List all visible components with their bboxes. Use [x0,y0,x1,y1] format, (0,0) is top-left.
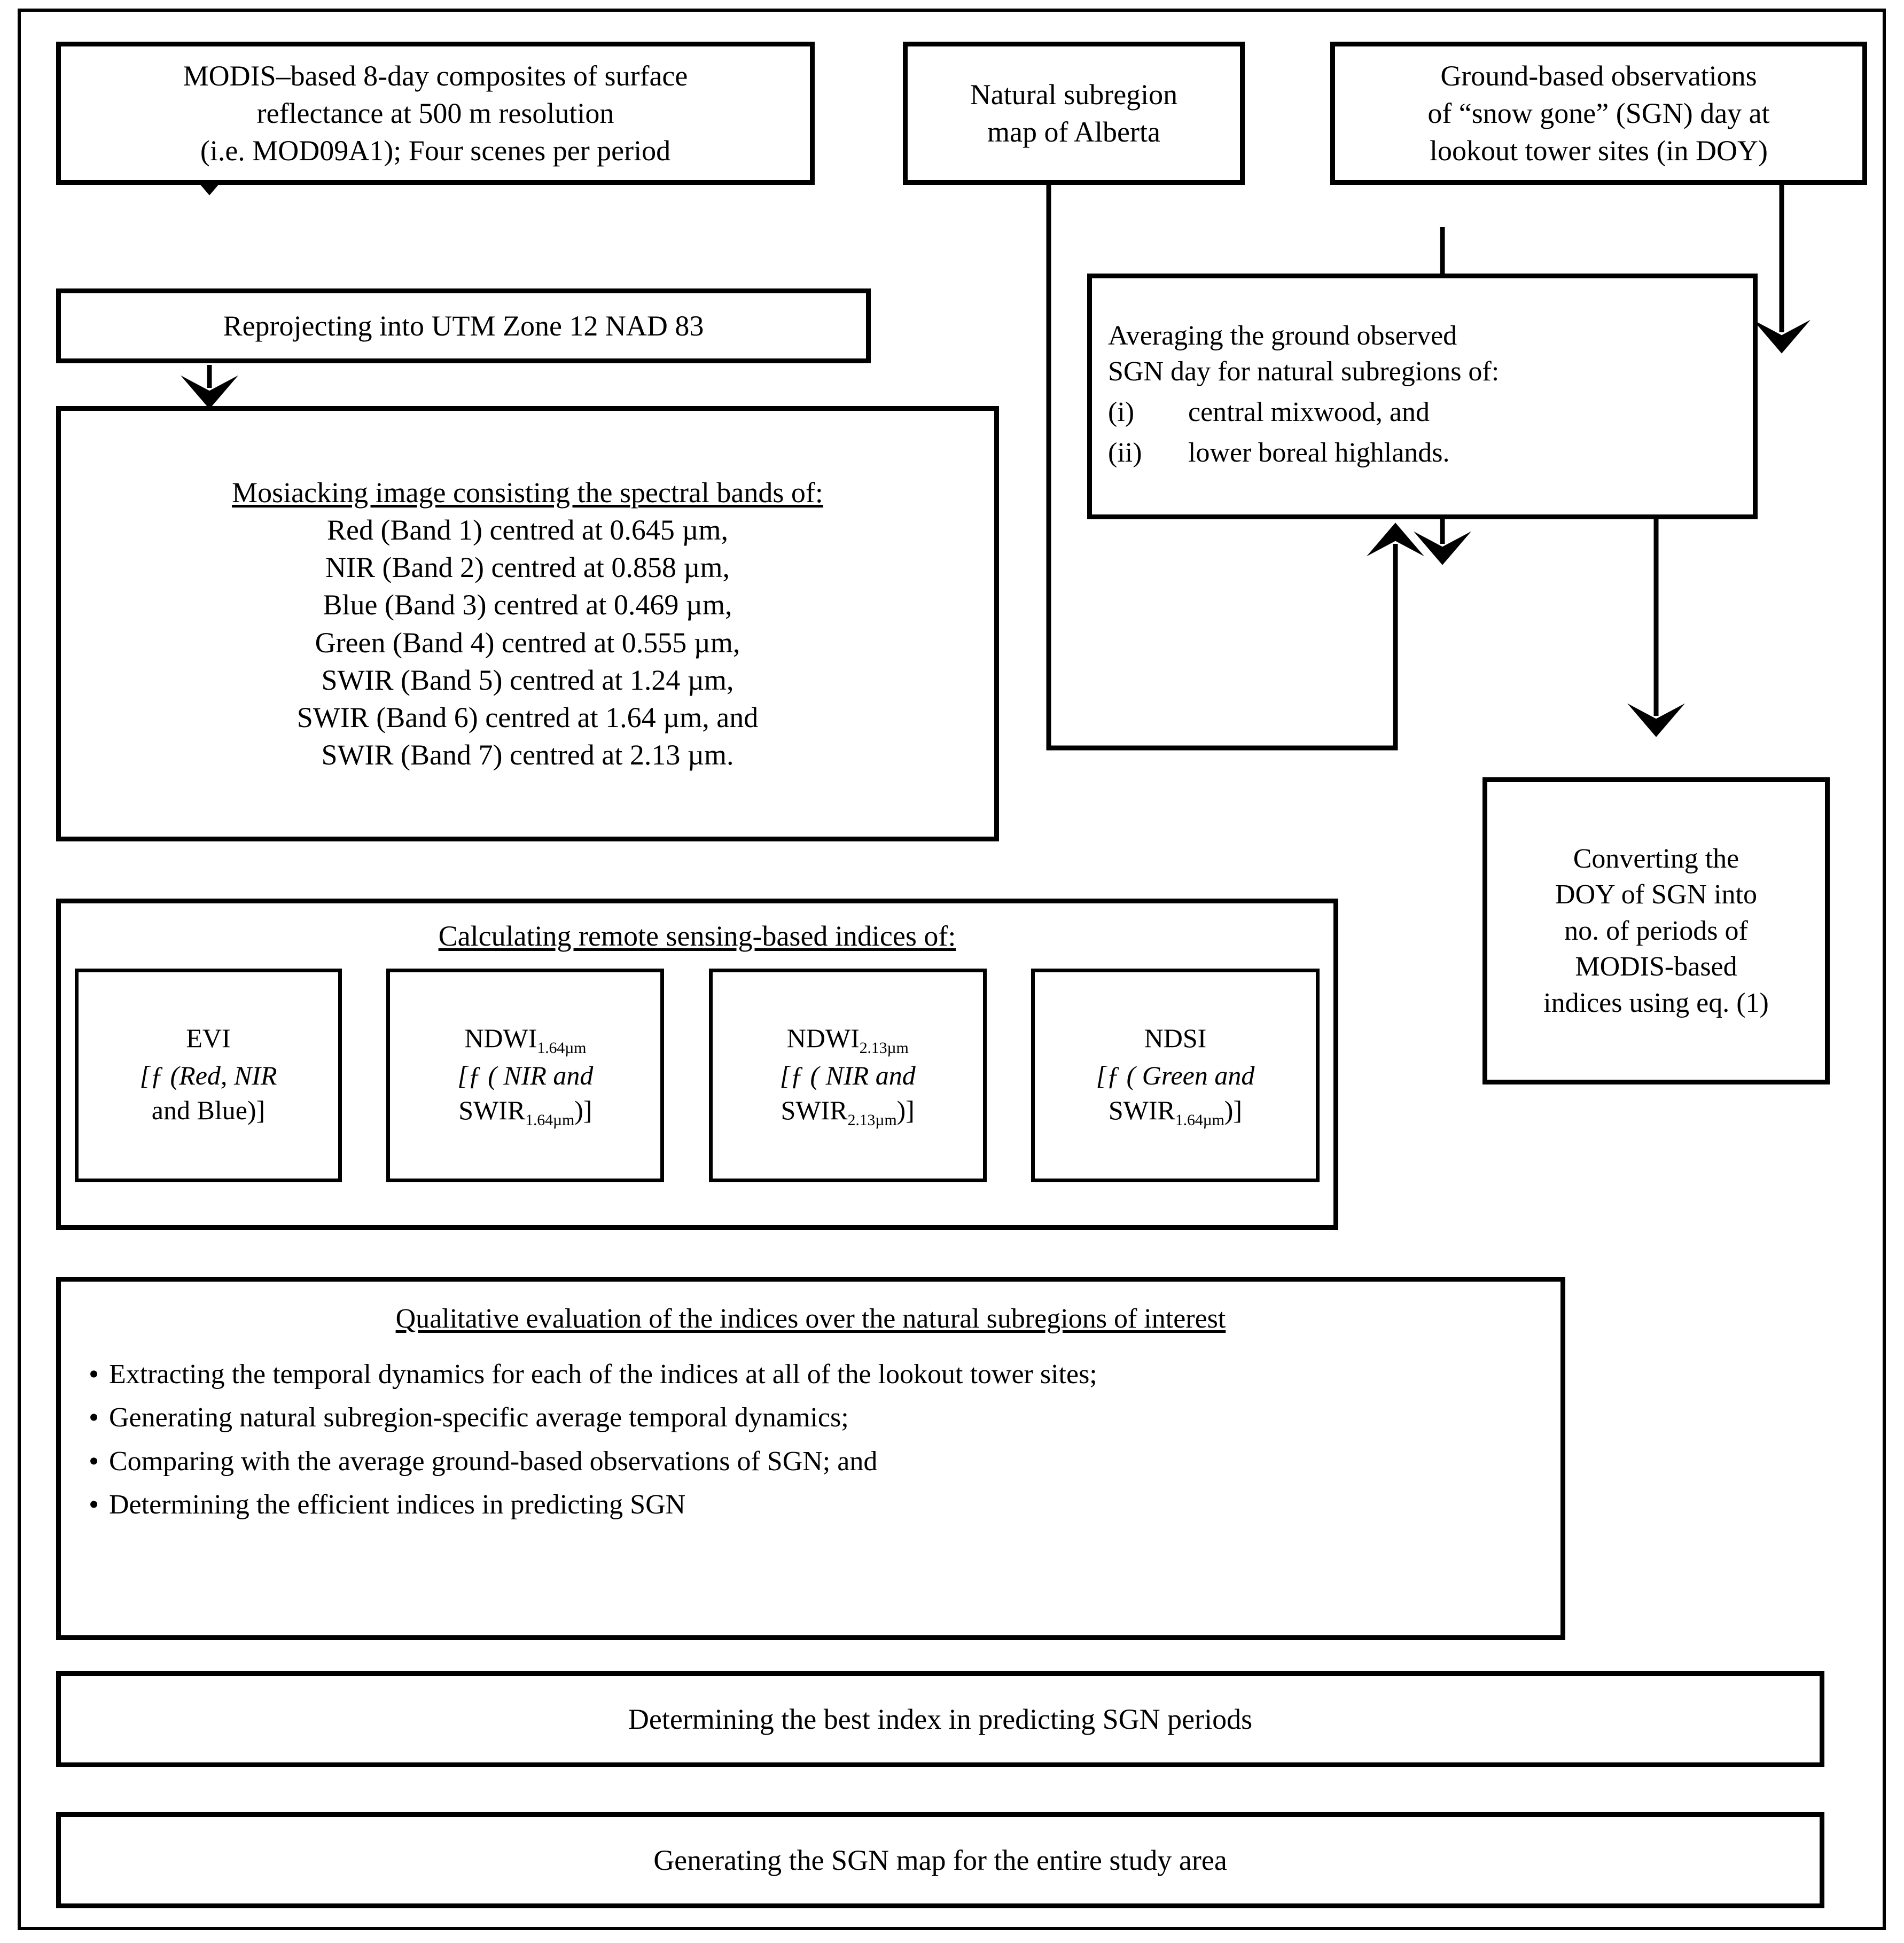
band-line: Blue (Band 3) centred at 0.469 µm, [323,589,732,621]
converting-line-1: Converting the [1573,843,1739,874]
ground-line-1: Ground-based observations [1440,59,1757,92]
index-box-ndwi-164[interactable]: NDWI1.64µm [ƒ ( NIR and SWIR1.64µm)] [386,969,665,1183]
modis-line-2: reflectance at 500 m resolution [256,97,614,129]
node-averaging[interactable]: Averaging the ground observed SGN day fo… [1087,274,1758,519]
band-line: SWIR (Band 5) centred at 1.24 µm, [321,664,734,696]
node-indices-group[interactable]: Calculating remote sensing-based indices… [56,899,1338,1230]
sgn-map-line-1: Generating the SGN map for the entire st… [653,1844,1227,1876]
averaging-line-2: SGN day for natural subregions of: [1108,356,1500,387]
band-line: Green (Band 4) centred at 0.555 µm, [315,626,740,659]
node-mosaicking[interactable]: Mosiacking image consisting the spectral… [56,406,999,841]
ground-line-3: lookout tower sites (in DOY) [1430,135,1768,167]
index-name-subscript: 2.13µm [859,1039,909,1057]
indices-row: EVI [ƒ (Red, NIR and Blue)] NDWI1.64µm [… [61,969,1333,1183]
list-item: (ii) lower boreal highlands. [1108,435,1737,471]
band-line: Red (Band 1) centred at 0.645 µm, [327,513,728,546]
converting-line-3: no. of periods of [1564,915,1748,946]
band-line: NIR (Band 2) centred at 0.858 µm, [325,551,730,584]
index-formula-line1: [ƒ ( NIR and [779,1060,916,1090]
modis-line-1: MODIS–based 8-day composites of surface [183,59,688,92]
index-name: EVI [186,1023,231,1053]
node-reprojecting[interactable]: Reprojecting into UTM Zone 12 NAD 83 [56,288,871,363]
arrow-subregion-to-qualitative [1046,122,1424,751]
index-formula-line2: SWIR1.64µm)] [1108,1095,1243,1129]
index-formula-line2: and Blue)] [151,1095,266,1125]
outer-frame [18,9,1886,1930]
list-item: (i) central mixwood, and [1108,394,1737,431]
index-name: NDWI1.64µm [464,1023,587,1057]
modis-line-3: (i.e. MOD09A1); Four scenes per period [200,135,671,167]
node-ground-observations[interactable]: Ground-based observations of “snow gone”… [1330,42,1867,185]
index-name: NDSI [1144,1023,1207,1053]
subregion-line-1: Natural subregion [970,78,1178,111]
subregion-line-2: map of Alberta [987,116,1160,148]
mosaicking-heading: Mosiacking image consisting the spectral… [232,476,823,509]
node-subregion-map[interactable]: Natural subregion map of Alberta [903,42,1245,185]
list-item: Determining the efficient indices in pre… [79,1486,1542,1524]
band-line: SWIR (Band 7) centred at 2.13 µm. [321,739,734,771]
ground-line-2: of “snow gone” (SGN) day at [1427,97,1770,129]
qualitative-heading: Qualitative evaluation of the indices ov… [395,1304,1226,1334]
index-name-subscript: 1.64µm [537,1039,587,1057]
averaging-subregion-list: (i) central mixwood, and (ii) lower bore… [1108,390,1737,475]
reproject-line-1: Reprojecting into UTM Zone 12 NAD 83 [223,309,704,342]
list-item: Extracting the temporal dynamics for eac… [79,1355,1542,1393]
converting-line-5: indices using eq. (1) [1543,987,1769,1018]
converting-line-2: DOY of SGN into [1555,879,1757,910]
node-converting-doy[interactable]: Converting the DOY of SGN into no. of pe… [1482,777,1830,1084]
indices-heading: Calculating remote sensing-based indices… [438,920,956,952]
roman-marker: (i) [1108,397,1135,427]
roman-text: lower boreal highlands. [1188,437,1450,468]
index-formula-line1: [ƒ ( NIR and [457,1060,594,1090]
index-name: NDWI2.13µm [786,1023,909,1057]
index-formula-line2: SWIR2.13µm)] [781,1095,915,1129]
node-best-index[interactable]: Determining the best index in predicting… [56,1671,1824,1767]
index-box-ndsi[interactable]: NDSI [ƒ ( Green and SWIR1.64µm)] [1031,969,1320,1183]
averaging-line-1: Averaging the ground observed [1108,320,1457,351]
node-modis-source[interactable]: MODIS–based 8-day composites of surface … [56,42,815,185]
qualitative-bullet-list: Extracting the temporal dynamics for eac… [79,1349,1542,1531]
index-formula-line1: [ƒ ( Green and [1096,1060,1255,1090]
index-box-ndwi-213[interactable]: NDWI2.13µm [ƒ ( NIR and SWIR2.13µm)] [708,969,987,1183]
band-line: SWIR (Band 6) centred at 1.64 µm, and [296,701,759,733]
roman-text: central mixwood, and [1188,397,1430,427]
roman-marker: (ii) [1108,437,1142,468]
node-sgn-map[interactable]: Generating the SGN map for the entire st… [56,1812,1824,1908]
converting-line-4: MODIS-based [1575,951,1737,982]
best-index-line-1: Determining the best index in predicting… [628,1703,1253,1735]
list-item: Comparing with the average ground-based … [79,1442,1542,1480]
list-item: Generating natural subregion-specific av… [79,1399,1542,1437]
index-formula-line2: SWIR1.64µm)] [458,1095,592,1129]
index-formula-line1: [ƒ (Red, NIR [139,1060,277,1090]
index-box-evi[interactable]: EVI [ƒ (Red, NIR and Blue)] [75,969,342,1183]
node-qualitative-evaluation[interactable]: Qualitative evaluation of the indices ov… [56,1277,1565,1640]
